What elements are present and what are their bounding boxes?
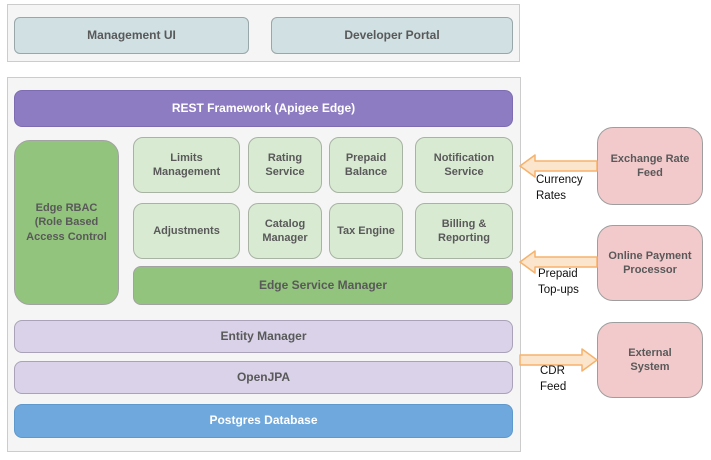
notification-service-box: Notification Service	[415, 137, 513, 193]
postgres-database-label: Postgres Database	[209, 413, 318, 428]
billing-reporting-box: Billing & Reporting	[415, 203, 513, 259]
currency-rates-label: Currency Rates	[536, 174, 583, 202]
edge-rbac-box: Edge RBAC (Role Based Access Control	[14, 140, 119, 305]
external-system-label: External System	[628, 346, 672, 373]
rest-framework-label: REST Framework (Apigee Edge)	[171, 100, 356, 115]
online-payment-processor-label: Online Payment Processor	[608, 249, 692, 276]
adjustments-label: Adjustments	[153, 224, 220, 237]
entity-manager-label: Entity Manager	[220, 328, 307, 343]
edge-platform-container: REST Framework (Apigee Edge) Edge RBAC (…	[7, 77, 521, 452]
edge-rbac-label: Edge RBAC (Role Based Access Control	[26, 202, 107, 243]
openjpa-bar: OpenJPA	[14, 361, 513, 394]
cdr-feed-arrow-icon	[519, 348, 598, 372]
billing-reporting-label: Billing & Reporting	[438, 217, 490, 244]
developer-portal-label: Developer Portal	[344, 27, 440, 42]
tax-engine-label: Tax Engine	[337, 224, 395, 237]
developer-portal-box: Developer Portal	[271, 17, 513, 54]
exchange-rate-feed-box: Exchange Rate Feed	[597, 127, 703, 205]
openjpa-label: OpenJPA	[236, 369, 291, 384]
tax-engine-box: Tax Engine	[329, 203, 403, 259]
postgres-database-bar: Postgres Database	[14, 404, 513, 438]
prepaid-topups-arrow-icon	[519, 250, 598, 274]
prepaid-balance-label: Prepaid Balance	[344, 151, 388, 178]
rating-service-label: Rating Service	[265, 151, 305, 178]
cdr-feed-label: CDR Feed	[540, 365, 567, 393]
edge-service-manager-label: Edge Service Manager	[258, 277, 388, 292]
rating-service-box: Rating Service	[248, 137, 322, 193]
currency-rates-arrow-icon	[519, 154, 598, 178]
catalog-manager-box: Catalog Manager	[248, 203, 322, 259]
limits-management-box: Limits Management	[133, 137, 240, 193]
adjustments-box: Adjustments	[133, 203, 240, 259]
external-system-box: External System	[597, 322, 703, 398]
prepaid-topups-label: Prepaid Top-ups	[538, 268, 579, 296]
rest-framework-bar: REST Framework (Apigee Edge)	[14, 90, 513, 127]
limits-management-label: Limits Management	[152, 151, 221, 178]
entity-manager-bar: Entity Manager	[14, 320, 513, 353]
client-layer-container: Management UI Developer Portal	[7, 4, 520, 62]
catalog-manager-label: Catalog Manager	[262, 217, 308, 244]
management-ui-box: Management UI	[14, 17, 249, 54]
exchange-rate-feed-label: Exchange Rate Feed	[610, 152, 690, 179]
prepaid-balance-box: Prepaid Balance	[329, 137, 403, 193]
online-payment-processor-box: Online Payment Processor	[597, 225, 703, 301]
notification-service-label: Notification Service	[433, 151, 495, 178]
management-ui-label: Management UI	[87, 27, 176, 42]
edge-service-manager-bar: Edge Service Manager	[133, 266, 513, 305]
